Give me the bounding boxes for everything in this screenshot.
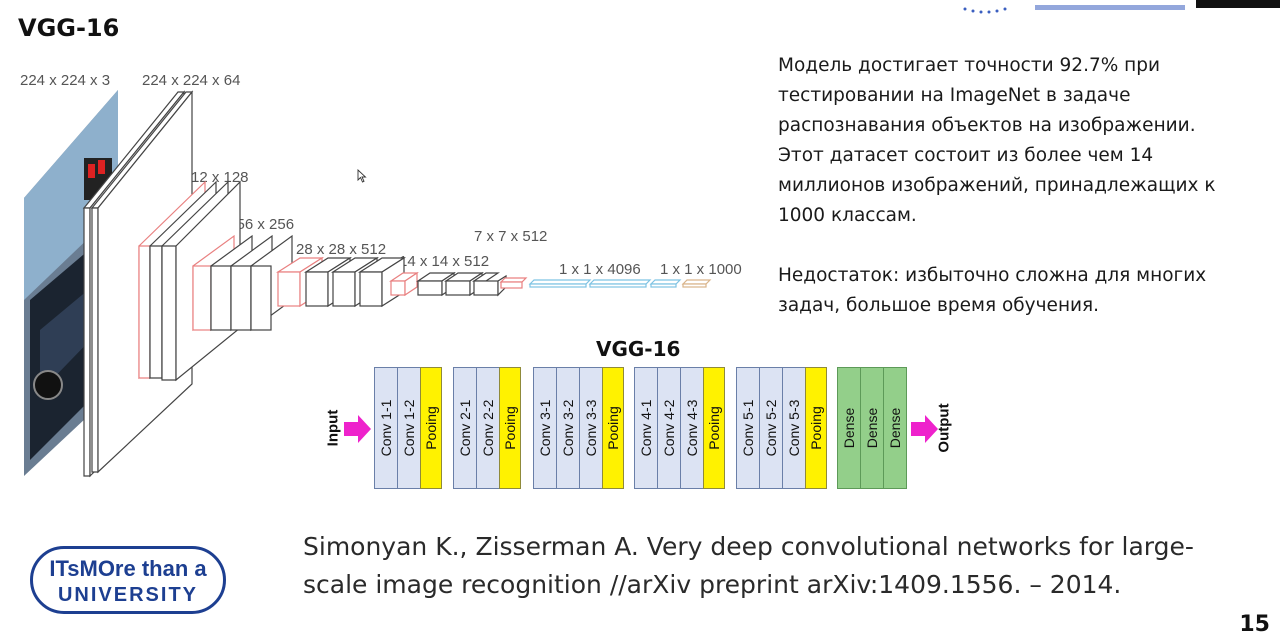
dim-label: 14 x 14 x 512 xyxy=(399,253,489,270)
conv-block: Conv 3-3 xyxy=(579,367,603,489)
dense-layers xyxy=(499,277,712,289)
description-line: распознавания объектов на изображении. xyxy=(778,115,1196,136)
output-label: Output xyxy=(935,403,953,453)
pooling-block: Pooing xyxy=(805,367,827,489)
logo-top-text: ITsMOre than a xyxy=(49,556,207,581)
citation-line: Simonyan K., Zisserman A. Very deep conv… xyxy=(303,532,1194,561)
conv-block: Conv 5-1 xyxy=(736,367,760,489)
conv3-layers xyxy=(192,234,293,332)
description-line: миллионов изображений, принадлежащих к xyxy=(778,175,1216,196)
conv-block: Conv 5-2 xyxy=(759,367,783,489)
vgg16-3d-visualization: 224 x 224 x 3 224 x 224 x 64 112 x 112 x… xyxy=(20,72,742,478)
description-line: 1000 классам. xyxy=(778,205,917,226)
drawback-line: Недостаток: избыточно сложна для многих xyxy=(778,265,1207,286)
pooling-block: Pooing xyxy=(703,367,725,489)
conv-block: Conv 3-1 xyxy=(533,367,557,489)
output-arrow-icon xyxy=(911,415,938,443)
slide-title: VGG-16 xyxy=(18,14,120,42)
dim-label: 28 x 28 x 512 xyxy=(296,241,386,258)
conv-block: Conv 5-3 xyxy=(782,367,806,489)
description-text: Модель достигает точности 92.7% при тест… xyxy=(778,51,1258,321)
itmo-header-logo xyxy=(955,0,1195,14)
citation-line: scale image recognition //arXiv preprint… xyxy=(303,570,1122,599)
header-dark-bar xyxy=(1196,0,1280,8)
page-number: 15 xyxy=(1239,612,1270,637)
dense-block: Dense xyxy=(883,367,907,489)
logo-bottom-text: UNIVERSITY xyxy=(57,584,199,606)
dense-block: Dense xyxy=(860,367,884,489)
itmo-logo: ITsMOre than a UNIVERSITY xyxy=(30,546,226,614)
conv-block: Conv 2-2 xyxy=(476,367,500,489)
description-line: Этот датасет состоит из более чем 14 xyxy=(778,145,1154,166)
description-line: тестировании на ImageNet в задаче xyxy=(778,85,1131,106)
conv4-layers xyxy=(275,256,407,308)
conv-block: Conv 2-1 xyxy=(453,367,477,489)
pooling-block: Pooing xyxy=(499,367,521,489)
pooling-block: Pooing xyxy=(602,367,624,489)
description-line: Модель достигает точности 92.7% при xyxy=(778,55,1161,76)
dim-label: 7 x 7 x 512 xyxy=(474,228,547,245)
mouse-cursor-icon xyxy=(357,168,367,187)
dim-label: 224 x 224 x 64 xyxy=(142,72,240,89)
conv-block: Conv 4-1 xyxy=(634,367,658,489)
dim-label: 224 x 224 x 3 xyxy=(20,72,110,89)
citation: Simonyan K., Zisserman A. Very deep conv… xyxy=(303,528,1243,604)
drawback-line: задач, большое время обучения. xyxy=(778,295,1100,316)
dense-block: Dense xyxy=(837,367,861,489)
conv-block: Conv 1-1 xyxy=(374,367,398,489)
dim-label: 1 x 1 x 1000 xyxy=(660,261,742,278)
conv-block: Conv 1-2 xyxy=(397,367,421,489)
conv-block: Conv 3-2 xyxy=(556,367,580,489)
input-arrow-icon xyxy=(344,415,371,443)
dim-label: 1 x 1 x 4096 xyxy=(559,261,641,278)
input-label: Input xyxy=(324,409,342,447)
pooling-block: Pooing xyxy=(420,367,442,489)
conv5-layers xyxy=(389,271,507,297)
diagram-title: VGG-16 xyxy=(596,337,681,361)
conv-block: Conv 4-3 xyxy=(680,367,704,489)
conv-block: Conv 4-2 xyxy=(657,367,681,489)
